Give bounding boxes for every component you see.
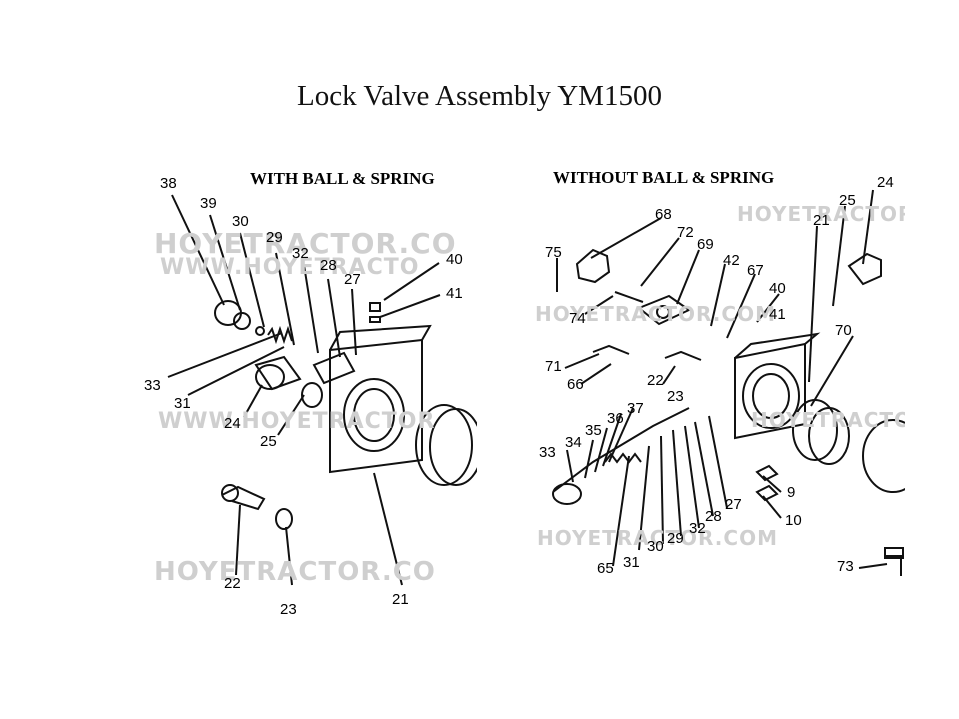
part-number-label: 24 <box>224 415 241 432</box>
part-number-label: 33 <box>539 444 556 461</box>
watermark: HOYETRACTOR <box>737 202 905 226</box>
part-number-label: 25 <box>839 192 856 209</box>
part-number-label: 10 <box>785 512 802 529</box>
panel-heading-left: WITH BALL & SPRING <box>250 169 435 188</box>
part-number-label: 41 <box>446 285 463 302</box>
page-title: Lock Valve Assembly YM1500 <box>297 80 662 112</box>
part-number-label: 32 <box>292 245 309 262</box>
part-number-label: 32 <box>689 520 706 537</box>
part-number-label: 35 <box>585 422 602 439</box>
part-number-label: 23 <box>667 388 684 405</box>
part-number-label: 28 <box>320 257 337 274</box>
panel-heading-right: WITHOUT BALL & SPRING <box>553 168 775 187</box>
diagram-without-ball-and-spring: WITHOUT BALL & SPRING HOYETRACTOR HOYETR… <box>513 146 905 576</box>
part-number-label: 23 <box>280 601 297 618</box>
part-number-label: 40 <box>446 251 463 268</box>
part-number-label: 68 <box>655 206 672 223</box>
watermark: HOYETRACTOR.CO <box>154 227 457 260</box>
part-number-label: 28 <box>705 508 722 525</box>
part-number-label: 69 <box>697 236 714 253</box>
part-number-label: 31 <box>174 395 191 412</box>
part-number-label: 24 <box>877 174 894 191</box>
part-number-label: 22 <box>647 372 664 389</box>
part-number-label: 31 <box>623 554 640 571</box>
part-number-label: 30 <box>647 538 664 555</box>
diagram-with-ball-and-spring: WITH BALL & SPRING HOYETRACTOR.CO WWW.HO… <box>144 155 477 620</box>
part-number-label: 72 <box>677 224 694 241</box>
part-number-label: 38 <box>160 175 177 192</box>
part-number-label: 71 <box>545 358 562 375</box>
part-number-label: 40 <box>769 280 786 297</box>
exploded-diagram-left <box>167 194 477 586</box>
watermark: WWW.HOYETRACTOR <box>158 409 436 434</box>
watermark: WWW.HOYETRACTO <box>160 255 420 280</box>
watermark: HOYETRACTOR <box>751 408 905 432</box>
part-number-label: 9 <box>787 484 796 501</box>
part-number-label: 66 <box>567 376 584 393</box>
part-number-label: 22 <box>224 575 241 592</box>
part-number-label: 73 <box>837 558 854 575</box>
part-number-label: 65 <box>597 560 614 576</box>
part-number-label: 33 <box>144 377 161 394</box>
part-number-label: 70 <box>835 322 852 339</box>
part-number-label: 37 <box>627 400 644 417</box>
part-number-label: 30 <box>232 213 249 230</box>
part-number-label: 25 <box>260 433 277 450</box>
part-number-label: 29 <box>266 229 283 246</box>
part-number-label: 42 <box>723 252 740 269</box>
watermark: HOYETRACTOR.COM <box>535 302 776 326</box>
part-number-label: 21 <box>392 591 409 608</box>
part-number-label: 29 <box>667 530 684 547</box>
exploded-diagram-right <box>552 189 905 576</box>
part-number-label: 34 <box>565 434 582 451</box>
part-number-label: 21 <box>813 212 830 229</box>
part-number-label: 67 <box>747 262 764 279</box>
part-number-label: 39 <box>200 195 217 212</box>
part-number-label: 74 <box>569 310 586 327</box>
watermark: HOYETRACTOR.COM <box>537 526 778 550</box>
part-number-label: 27 <box>725 496 742 513</box>
part-number-label: 75 <box>545 244 562 261</box>
part-number-label: 27 <box>344 271 361 288</box>
watermark: HOYETRACTOR.CO <box>154 557 436 587</box>
part-number-label: 36 <box>607 410 624 427</box>
part-number-label: 41 <box>769 306 786 323</box>
